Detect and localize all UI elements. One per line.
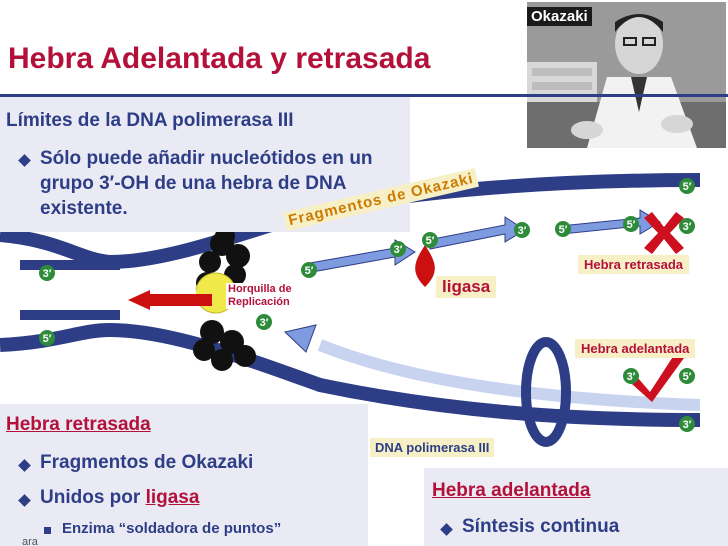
double-helix (20, 260, 120, 320)
svg-text:5′: 5′ (426, 235, 435, 247)
limits-heading: Límites de la DNA polimerasa III (6, 110, 294, 131)
svg-text:3′: 3′ (260, 317, 269, 329)
leading-heading: Hebra adelantada (432, 480, 591, 501)
svg-text:5′: 5′ (559, 224, 568, 236)
okazaki-photo (527, 2, 726, 148)
fork-direction-arrowhead (128, 290, 150, 310)
svg-text:3′: 3′ (627, 371, 636, 383)
svg-text:5′: 5′ (683, 181, 692, 193)
dna-polymerase-ring (521, 337, 571, 447)
badge-5-frag2: 5′ (422, 232, 438, 248)
leading-strand-label: Hebra adelantada (575, 339, 696, 358)
fork-label-line1: Horquilla de (228, 283, 292, 295)
limits-bullet-text: Sólo puede añadir nucleótidos en un grup… (40, 148, 373, 219)
lagging-heading: Hebra retrasada (6, 414, 151, 435)
lagging-strand-panel (0, 404, 368, 546)
photo-caption: Okazaki (527, 7, 592, 26)
leading-bullet1: Síntesis continua (462, 516, 620, 537)
clipped-text: ara (22, 536, 38, 546)
lagging-bullet1: Fragmentos de Okazaki (40, 452, 254, 473)
svg-text:3′: 3′ (394, 244, 403, 256)
badge-3-left-top: 3′ (39, 265, 55, 281)
lagging-strand-label: Hebra retrasada (578, 255, 689, 274)
leading-strand-new (317, 339, 701, 411)
dna-polymerase-label: DNA polimerasa III (370, 438, 495, 457)
lagging-bullet2-prefix: Unidos por (40, 487, 146, 508)
svg-text:3′: 3′ (43, 268, 52, 280)
cross-mark-icon (644, 212, 684, 254)
badge-3-frag1: 3′ (390, 241, 406, 257)
lagging-bullet2-highlight: ligasa (145, 487, 200, 508)
slide-title: Hebra Adelantada y retrasada (8, 42, 431, 75)
badge-5-leading: 5′ (679, 368, 695, 384)
fork-label-line2: Replicación (228, 296, 290, 308)
badge-5-right-top: 5′ (679, 178, 695, 194)
lagging-subbullet-icon (44, 527, 51, 534)
badge-5-frag1: 5′ (301, 262, 317, 278)
badge-3-right-bottom: 3′ (679, 416, 695, 432)
badge-3-fork: 3′ (256, 314, 272, 330)
badge-3-leading: 3′ (623, 368, 639, 384)
svg-text:3′: 3′ (683, 419, 692, 431)
check-mark-icon (632, 352, 684, 402)
badge-3-frag2: 3′ (514, 222, 530, 238)
bottom-parent-strand (0, 322, 701, 427)
svg-text:5′: 5′ (627, 219, 636, 231)
ligasa-drop (415, 245, 435, 287)
end-badges: 3′ 5′ 5′ 3′ 5′ 3′ 5′ 3′ 5′ 5′ 3′ 3′ 3′ 5… (39, 178, 695, 432)
leading-strand-arrowhead (283, 324, 317, 353)
badge-5-left-bottom: 5′ (39, 330, 55, 346)
svg-text:5′: 5′ (683, 371, 692, 383)
badge-5-frag3: 5′ (555, 221, 571, 237)
svg-text:3′: 3′ (518, 225, 527, 237)
lagging-subbullet: Enzima “soldadora de puntos” (62, 520, 282, 537)
svg-text:5′: 5′ (43, 333, 52, 345)
title-divider (0, 94, 728, 97)
base-pairs (28, 270, 112, 310)
replication-fork-label: Horquilla de Replicación (226, 283, 294, 309)
leading-strand-panel (424, 468, 728, 546)
lagging-bullet2: Unidos por ligasa (40, 487, 199, 509)
okazaki-portrait (527, 2, 726, 148)
badge-3-frag3: 3′ (679, 218, 695, 234)
badge-5-frag3b: 5′ (623, 216, 639, 232)
svg-text:3′: 3′ (683, 221, 692, 233)
fork-direction-bar (150, 294, 212, 306)
ligasa-label: ligasa (436, 276, 497, 298)
svg-text:5′: 5′ (305, 265, 314, 277)
